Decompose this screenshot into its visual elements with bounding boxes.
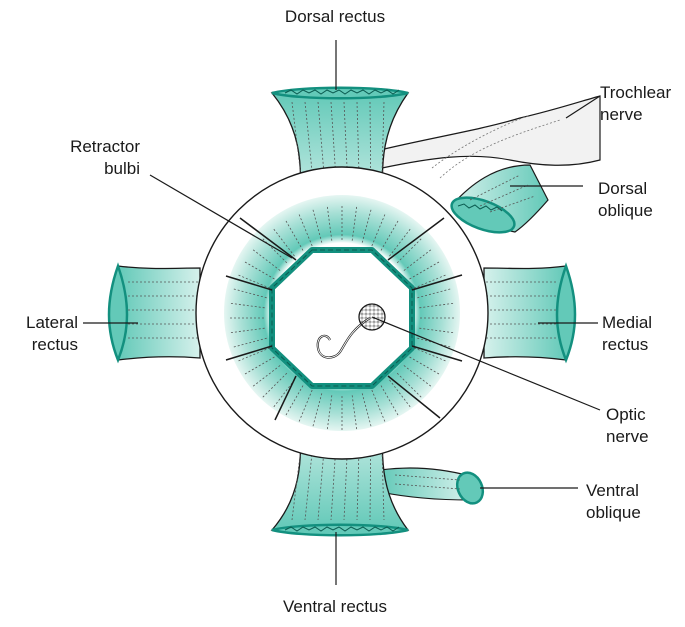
label-lateral-rectus: Lateral rectus <box>2 312 78 356</box>
label-ventral-rectus: Ventral rectus <box>255 596 415 618</box>
label-dorsal-oblique: Dorsal oblique <box>598 178 653 222</box>
ventral-oblique-muscle <box>380 468 488 508</box>
dorsal-oblique-muscle <box>447 165 548 239</box>
label-trochlear-nerve: Trochlear nerve <box>600 82 671 126</box>
trochlear-nerve-shape <box>380 96 600 178</box>
label-medial-rectus: Medial rectus <box>602 312 652 356</box>
label-ventral-oblique: Ventral oblique <box>586 480 641 524</box>
medial-rectus-muscle <box>484 266 575 360</box>
label-retractor-bulbi: Retractor bulbi <box>30 136 140 180</box>
label-optic-nerve: Optic nerve <box>606 404 649 448</box>
lateral-rectus-muscle <box>109 266 200 360</box>
label-dorsal-rectus: Dorsal rectus <box>265 6 405 28</box>
